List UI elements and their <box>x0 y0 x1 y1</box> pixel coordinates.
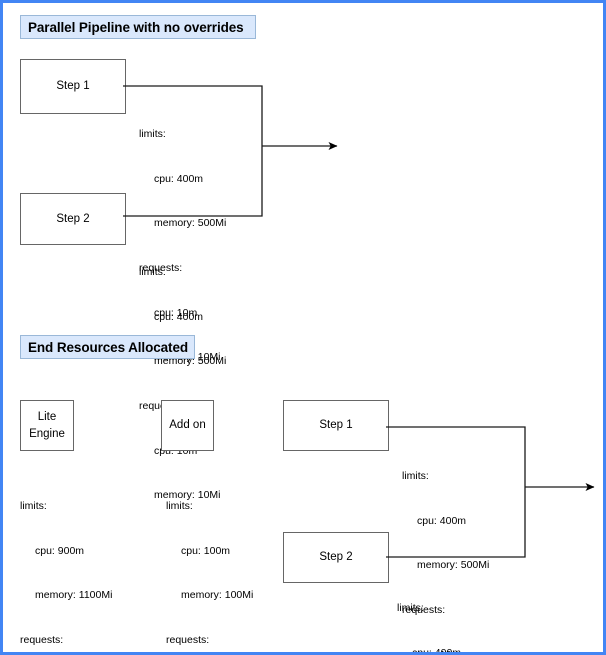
requests-label: requests: <box>139 261 183 274</box>
limits-cpu: cpu: 100m <box>181 544 231 557</box>
requests-memory: memory: 10Mi <box>154 489 221 502</box>
section-title-end-resources-allocated: End Resources Allocated <box>20 335 195 359</box>
requests-label: requests: <box>20 633 64 646</box>
node-lite-engine-label-line2: Engine <box>29 427 65 440</box>
limits-memory: memory: 100Mi <box>181 589 254 602</box>
limits-cpu: cpu: 400m <box>417 514 467 527</box>
node-top-step-2[interactable]: Step 2 <box>20 193 126 245</box>
limits-label: limits: <box>139 265 166 278</box>
requests-cpu: cpu: 10m <box>417 648 461 655</box>
limits-label: limits: <box>20 499 47 512</box>
resources-add-on: limits: cpu: 100m memory: 100Mi requests… <box>166 469 254 652</box>
section-title-parallel-pipeline: Parallel Pipeline with no overrides <box>20 15 256 39</box>
node-lite-engine-label-line1: Lite <box>37 410 57 423</box>
limits-cpu: cpu: 900m <box>35 544 85 557</box>
limits-memory: memory: 500Mi <box>417 559 490 572</box>
requests-label: requests: <box>166 633 210 646</box>
limits-label: limits: <box>166 499 193 512</box>
limits-cpu: cpu: 400m <box>154 172 204 185</box>
requests-cpu: cpu: 10m <box>154 306 198 319</box>
node-add-on[interactable]: Add on <box>161 400 214 451</box>
limits-cpu: cpu: 400m <box>154 310 204 323</box>
resources-bottom-step-2: limits: cpu: 400m memory: 500Mi requests… <box>397 571 484 655</box>
node-top-step-1[interactable]: Step 1 <box>20 59 126 114</box>
limits-label: limits: <box>402 469 429 482</box>
requests-label: requests: <box>402 603 446 616</box>
node-bottom-step-2[interactable]: Step 2 <box>283 532 389 583</box>
resources-lite-engine: limits: cpu: 900m memory: 1100Mi request… <box>20 469 113 652</box>
limits-memory: memory: 1100Mi <box>35 589 113 602</box>
limits-label: limits: <box>139 127 166 140</box>
limits-cpu: cpu: 400m <box>412 646 462 655</box>
node-bottom-step-1[interactable]: Step 1 <box>283 400 389 451</box>
limits-memory: memory: 500Mi <box>154 217 227 230</box>
node-lite-engine[interactable]: Lite Engine <box>20 400 74 451</box>
limits-label: limits: <box>397 601 424 614</box>
